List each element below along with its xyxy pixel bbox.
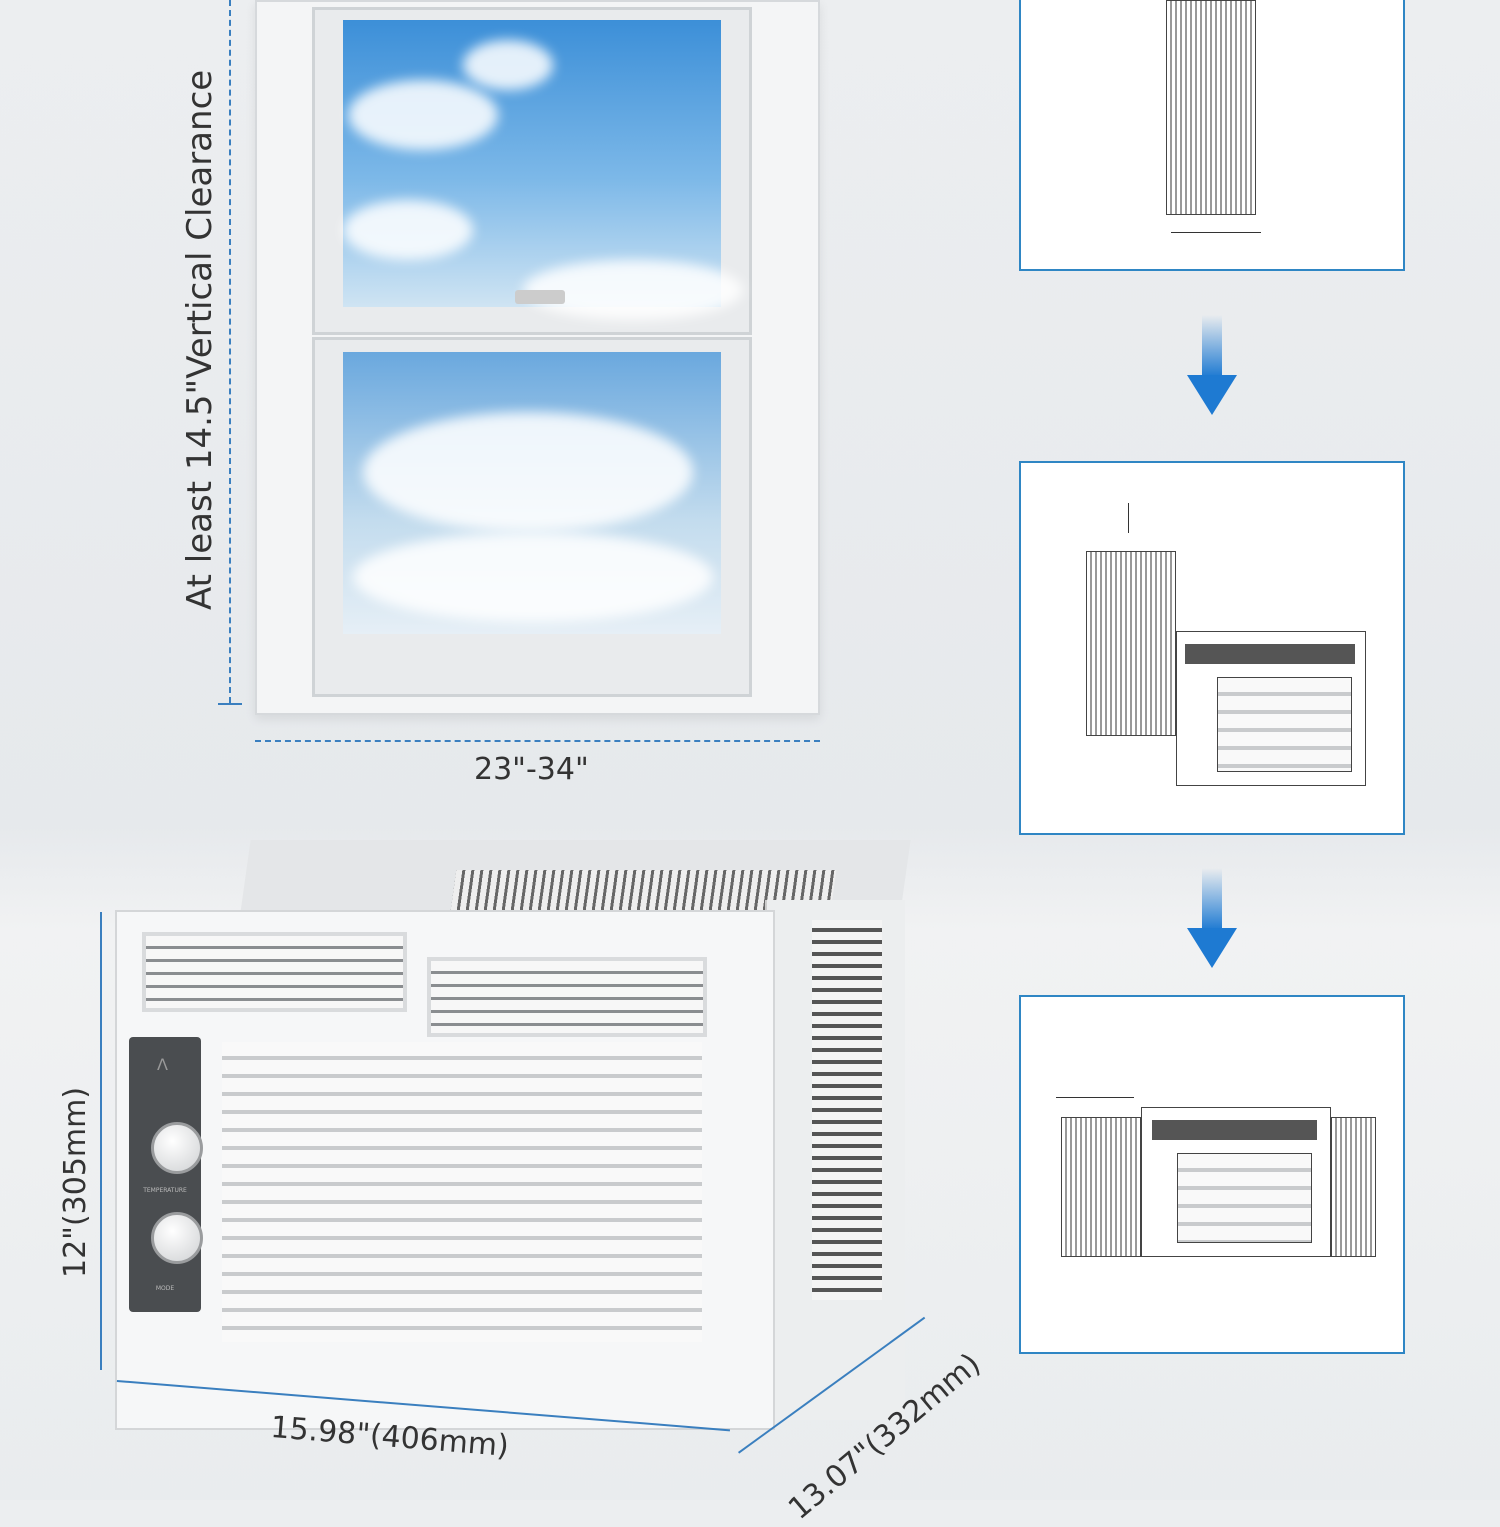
right-arrow-icon [1056, 1097, 1134, 1098]
ac-front: Λ TEMPERATURE MODE [115, 910, 775, 1430]
ac-unit-illustration [1141, 1107, 1331, 1257]
height-dimension-line [100, 912, 102, 1370]
double-arrow-icon [1171, 232, 1261, 233]
down-arrow-small-icon [1128, 503, 1129, 533]
vertical-dimension-line [229, 0, 231, 703]
ac-unit-illustration [1176, 631, 1366, 786]
window [255, 0, 820, 715]
window-latch [515, 290, 565, 304]
down-arrow-icon [1187, 315, 1237, 415]
step-panel-1 [1019, 0, 1405, 271]
window-glass-upper [343, 20, 743, 320]
front-grille [222, 1042, 702, 1342]
step-panel-3 [1019, 995, 1405, 1354]
mode-label: MODE [155, 1285, 175, 1292]
down-arrow-icon [1187, 868, 1237, 968]
air-conditioner: Λ TEMPERATURE MODE [115, 840, 915, 1440]
height-label: 12"(305mm) [58, 1086, 93, 1278]
control-panel: Λ TEMPERATURE MODE [129, 1037, 203, 1312]
temperature-knob[interactable] [151, 1122, 203, 1174]
vertical-clearance-label: At least 14.5"Vertical Clearance [180, 69, 220, 610]
window-width-line [255, 740, 820, 742]
window-width-label: 23"-34" [474, 752, 589, 787]
temperature-label: TEMPERATURE [143, 1187, 187, 1194]
right-louver[interactable] [427, 957, 707, 1037]
ac-side [765, 900, 905, 1420]
upper-sash [312, 7, 752, 335]
lower-sash [312, 337, 752, 697]
brand-logo: Λ [157, 1055, 168, 1074]
side-panel-illustration [1086, 551, 1176, 736]
window-glass-lower [343, 352, 721, 634]
side-panel-left [1061, 1117, 1141, 1257]
side-panel-illustration [1166, 0, 1256, 215]
dimension-tick [218, 703, 242, 705]
left-louver[interactable] [142, 932, 407, 1012]
step-panel-2 [1019, 461, 1405, 835]
mode-knob[interactable] [151, 1212, 203, 1264]
side-panel-right [1331, 1117, 1376, 1257]
